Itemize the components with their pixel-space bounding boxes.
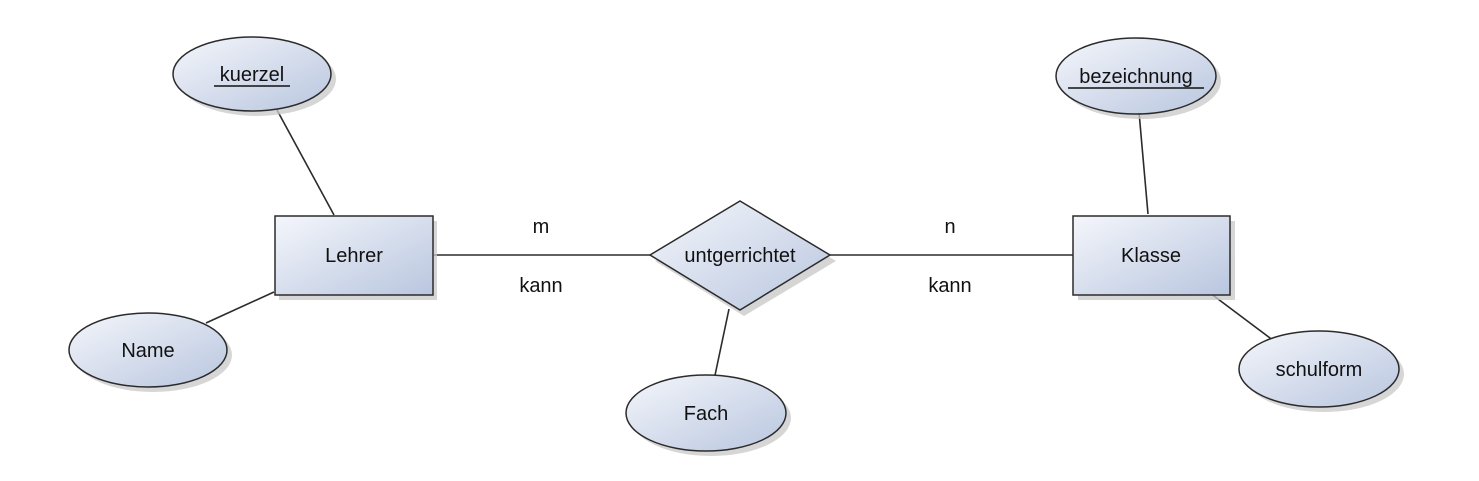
attribute-schulform[interactable]: schulform <box>1238 330 1400 408</box>
connector-kuerzel-lehrer <box>276 109 335 216</box>
connector-relationship-fach <box>713 308 730 381</box>
cardinality-left-multiplicity: m <box>533 216 550 238</box>
entity-lehrer[interactable]: Lehrer <box>274 215 434 296</box>
attribute-schulform-ellipse <box>1238 330 1400 408</box>
relationship-label: untgerrichtet <box>684 245 796 267</box>
attribute-schulform-label: schulform <box>1276 359 1363 381</box>
entity-lehrer-box <box>274 215 434 296</box>
relationship-diamond <box>648 200 832 311</box>
cardinality-left-verb: kann <box>519 275 562 297</box>
attribute-bezeichnung[interactable]: bezeichnung <box>1055 37 1217 115</box>
connector-bezeichnung-klasse <box>1138 111 1149 215</box>
cardinality-right-multiplicity: n <box>944 216 955 238</box>
entity-klasse[interactable]: Klasse <box>1072 215 1231 296</box>
attribute-kuerzel-ellipse <box>172 36 332 112</box>
attribute-fach-ellipse <box>625 374 787 452</box>
attribute-bezeichnung-ellipse <box>1055 37 1217 115</box>
connector-name-lehrer <box>205 291 275 324</box>
attribute-fach-label: Fach <box>684 403 728 425</box>
attribute-name-ellipse <box>68 312 228 388</box>
attribute-name-label: Name <box>121 340 174 362</box>
attribute-kuerzel[interactable]: kuerzel <box>172 36 332 112</box>
attribute-name[interactable]: Name <box>68 312 228 388</box>
cardinality-right-verb: kann <box>928 275 971 297</box>
attribute-kuerzel-label: kuerzel <box>220 64 284 86</box>
entity-klasse-label: Klasse <box>1121 245 1181 267</box>
relationship-untgerrichtet[interactable]: untgerrichtet <box>648 200 832 311</box>
attribute-fach[interactable]: Fach <box>625 374 787 452</box>
attribute-bezeichnung-label: bezeichnung <box>1079 66 1192 88</box>
entity-klasse-box <box>1072 215 1231 296</box>
entity-lehrer-label: Lehrer <box>325 245 383 267</box>
connector-klasse-schulform <box>1209 292 1275 342</box>
